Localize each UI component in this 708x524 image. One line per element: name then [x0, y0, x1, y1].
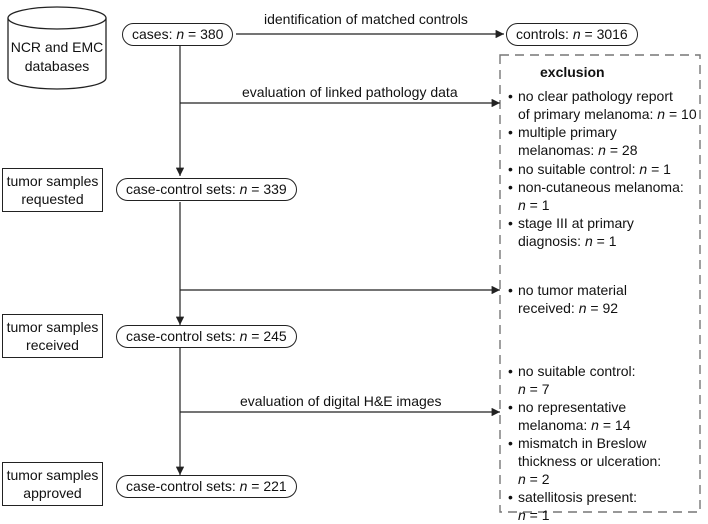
- database-cylinder-icon: [7, 6, 107, 90]
- exclusion-item: •no tumor material received: n = 92: [508, 282, 627, 316]
- exclusion-item: •no suitable control: n = 7: [508, 363, 636, 397]
- set-245-node: case-control sets: n = 245: [116, 325, 297, 348]
- exclusion-item: •no suitable control: n = 1: [508, 161, 671, 177]
- edge-label-pathology: evaluation of linked pathology data: [242, 84, 458, 100]
- set-221-node: case-control sets: n = 221: [116, 475, 297, 498]
- exclusion-item: •satellitosis present: n = 1: [508, 489, 638, 523]
- edge-label-he: evaluation of digital H&E images: [240, 393, 442, 409]
- exclusion-item: •stage III at primary diagnosis: n = 1: [508, 215, 634, 249]
- edge-label-matched: identification of matched controls: [264, 11, 468, 27]
- database-label: NCR and EMC databases: [10, 39, 104, 74]
- exclusion-item: •mismatch in Breslow thickness or ulcera…: [508, 435, 662, 487]
- exclusion-item: •multiple primary melanomas: n = 28: [508, 124, 638, 158]
- controls-node: controls: n = 3016: [506, 23, 638, 46]
- set-339-node: case-control sets: n = 339: [116, 178, 297, 201]
- exclusion-item: •no clear pathology report of primary me…: [508, 88, 697, 122]
- exclusion-title: exclusion: [540, 64, 605, 80]
- exclusion-dashed-box: [499, 54, 701, 513]
- exclusion-item: •no representative melanoma: n = 14: [508, 399, 631, 433]
- exclusion-item: •non-cutaneous melanoma: n = 1: [508, 179, 684, 213]
- cases-node: cases: n = 380: [122, 23, 234, 46]
